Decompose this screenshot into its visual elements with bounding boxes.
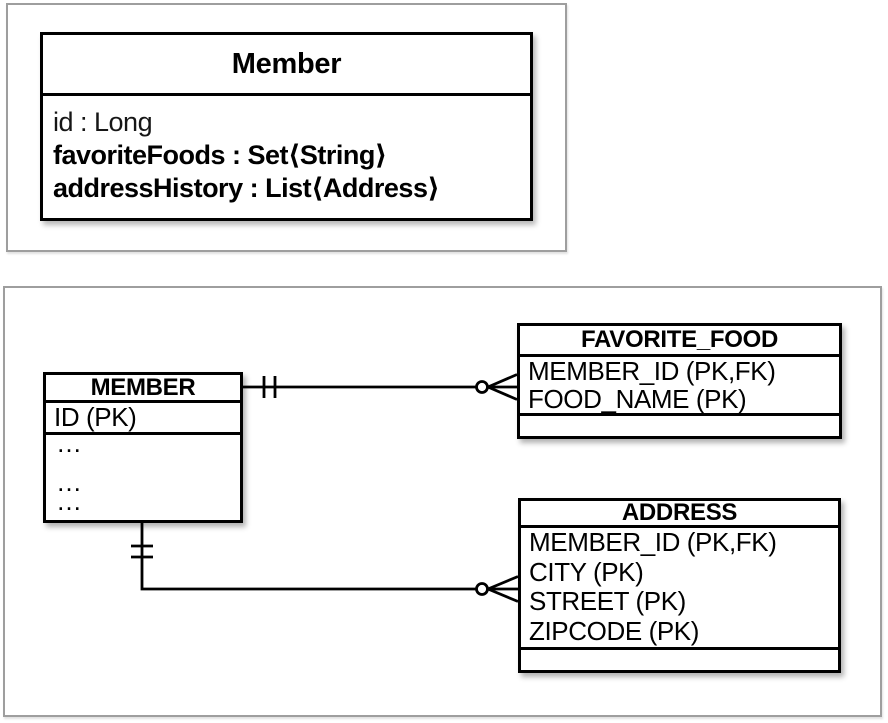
- er-address-row-street: STREET (PK): [529, 586, 686, 617]
- er-table-member-title: MEMBER: [46, 374, 240, 403]
- uml-attribute-favorite-foods: favoriteFoods : Set⟨String⟩: [53, 140, 387, 170]
- er-address-empty-row: [521, 646, 838, 670]
- er-diagram-panel: MEMBER ID (PK) … … … FAVORITE_FOOD MEMBE…: [3, 286, 882, 717]
- er-table-favorite-food-title: FAVORITE_FOOD: [520, 326, 839, 357]
- er-favorite-food-columns: MEMBER_ID (PK,FK) FOOD_NAME (PK): [520, 357, 839, 413]
- er-address-columns: MEMBER_ID (PK,FK) CITY (PK) STREET (PK) …: [521, 527, 838, 647]
- er-favorite-food-row-member-id: MEMBER_ID (PK,FK): [528, 356, 776, 386]
- uml-class-member: Member id : Long favoriteFoods : Set⟨Str…: [40, 32, 533, 221]
- er-member-ellipsis-row: …: [56, 486, 83, 516]
- er-table-member: MEMBER ID (PK) … … …: [43, 372, 243, 523]
- er-address-row-member-id: MEMBER_ID (PK,FK): [529, 527, 777, 557]
- uml-class-panel: Member id : Long favoriteFoods : Set⟨Str…: [6, 3, 567, 252]
- er-favorite-food-row-food-name: FOOD_NAME (PK): [528, 384, 747, 414]
- er-member-more-rows: … … …: [46, 428, 240, 516]
- uml-attribute-address-history: addressHistory : List⟨Address⟩: [53, 173, 440, 203]
- er-member-ellipsis-row: …: [56, 428, 83, 458]
- er-table-address-title: ADDRESS: [521, 499, 838, 528]
- uml-attribute-id: id : Long: [53, 107, 153, 137]
- er-member-ellipsis-row: …: [56, 467, 83, 497]
- er-address-row-zipcode: ZIPCODE (PK): [529, 616, 699, 647]
- er-favorite-food-empty-row: [520, 413, 839, 436]
- uml-attribute-list: id : Long favoriteFoods : Set⟨String⟩ ad…: [43, 96, 530, 205]
- er-table-favorite-food: FAVORITE_FOOD MEMBER_ID (PK,FK) FOOD_NAM…: [517, 323, 842, 439]
- er-table-address: ADDRESS MEMBER_ID (PK,FK) CITY (PK) STRE…: [518, 498, 841, 673]
- uml-class-title: Member: [43, 35, 530, 96]
- er-address-row-city: CITY (PK): [529, 556, 644, 587]
- er-member-row-id-pk: ID (PK): [46, 403, 240, 435]
